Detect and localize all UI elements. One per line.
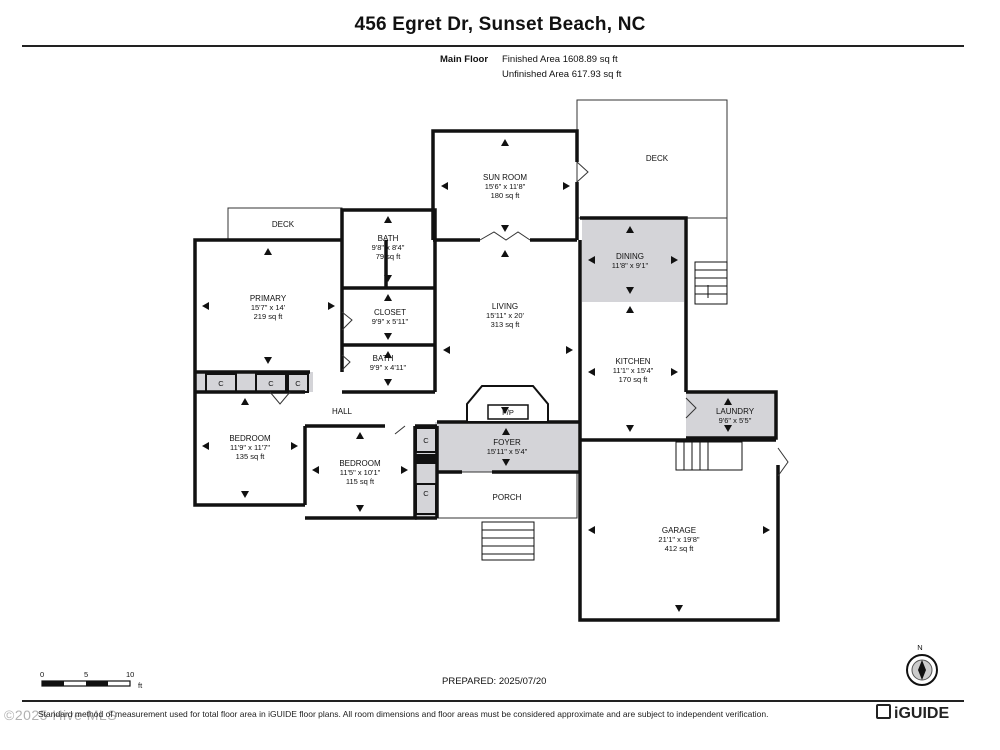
area-summary: Main Floor Finished Area 1608.89 sq ft Un… [440, 52, 621, 82]
deck-top-name: DECK [646, 154, 669, 163]
deck-left-name: DECK [272, 220, 295, 229]
laundry-name: LAUNDRY [716, 407, 755, 416]
iguide-brand-text: iGUIDE [894, 705, 950, 722]
garage-dim: 21'1" x 19'8" [658, 535, 699, 544]
footer-divider [22, 700, 964, 702]
closet-boxes [205, 373, 437, 515]
iguide-logo-icon [876, 704, 891, 719]
bedroom2-name: BEDROOM [339, 459, 381, 468]
finished-area: Finished Area 1608.89 sq ft [502, 54, 618, 65]
page-title: 456 Egret Dr, Sunset Beach, NC [354, 14, 646, 35]
scale-tick-0: 0 [40, 670, 44, 679]
kitchen-dim: 11'1" x 15'4" [613, 366, 654, 375]
bath1-name: BATH [378, 234, 399, 243]
fireplace-label: F/P [502, 408, 514, 417]
porch-name: PORCH [493, 493, 522, 502]
bedroom1-dim: 11'9" x 11'7" [230, 443, 270, 452]
compass-north-label: N [917, 643, 922, 652]
dimension-arrows [202, 139, 770, 612]
closet-c1: C [218, 379, 224, 388]
foyer-dim: 15'11" x 5'4" [487, 447, 528, 456]
garage-name: GARAGE [662, 526, 696, 535]
laundry-shade [686, 392, 776, 438]
scale-tick-5: 5 [84, 670, 88, 679]
closet-c3: C [295, 379, 301, 388]
closet-c5: C [423, 489, 429, 498]
disclaimer: Standard method of measurement used for … [38, 709, 769, 719]
stair-block [416, 454, 436, 464]
mls-watermark: ©2025 Hive MLS [4, 707, 118, 723]
room-labels: SUN ROOM 15'6" x 11'8" 180 sq ft DECK DE… [218, 154, 754, 553]
bath2-name: BATH [373, 354, 394, 363]
scale-unit: ft [138, 681, 143, 690]
scale-bar: 0 5 10 ft [40, 670, 143, 690]
bath1-area: 79 sq ft [376, 252, 402, 261]
sunroom-area: 180 sq ft [491, 191, 521, 200]
door-swings [269, 161, 789, 477]
bedroom1-area: 135 sq ft [236, 452, 266, 461]
living-area: 313 sq ft [491, 320, 521, 329]
compass-icon: N [906, 643, 938, 686]
living-name: LIVING [492, 302, 518, 311]
garage-area: 412 sq ft [665, 544, 695, 553]
dining-name: DINING [616, 252, 644, 261]
closet-name: CLOSET [374, 308, 406, 317]
closets-shade [195, 372, 313, 392]
bath1-dim: 9'8" x 8'4" [372, 243, 405, 252]
primary-dim: 15'7" x 14' [251, 303, 286, 312]
kitchen-name: KITCHEN [615, 357, 650, 366]
closet-c2: C [268, 379, 274, 388]
kitchen-area: 170 sq ft [619, 375, 649, 384]
sunroom-name: SUN ROOM [483, 173, 527, 182]
unfinished-area: Unfinished Area 617.93 sq ft [502, 69, 622, 80]
bedroom1-name: BEDROOM [229, 434, 271, 443]
living-dim: 15'11" x 20' [486, 311, 524, 320]
stairs [481, 261, 743, 561]
closet-c4: C [423, 436, 429, 445]
bedroom2-dim: 11'5" x 10'1" [340, 468, 381, 477]
bedroom2-area: 115 sq ft [346, 477, 375, 486]
shaded-areas [195, 218, 776, 516]
fireplace [466, 385, 549, 423]
foyer-shade [435, 422, 581, 472]
scale-tick-10: 10 [126, 670, 134, 679]
primary-area: 219 sq ft [254, 312, 284, 321]
bath2-dim: 9'9" x 4'11" [370, 363, 407, 372]
bedroom-closet-shade [415, 426, 437, 516]
prepared-date: PREPARED: 2025/07/20 [442, 676, 547, 687]
iguide-logo: iGUIDE [876, 704, 949, 723]
sunroom-dim: 15'6" x 11'8" [485, 182, 526, 191]
closet-dim: 9'9" x 5'11" [372, 317, 409, 326]
hall-name: HALL [332, 407, 353, 416]
foyer-name: FOYER [493, 438, 521, 447]
dining-dim: 11'8" x 9'1" [612, 261, 649, 270]
primary-name: PRIMARY [250, 294, 287, 303]
floor-label: Main Floor [440, 54, 489, 65]
laundry-dim: 9'6" x 5'5" [719, 416, 752, 425]
title-divider [22, 45, 964, 47]
